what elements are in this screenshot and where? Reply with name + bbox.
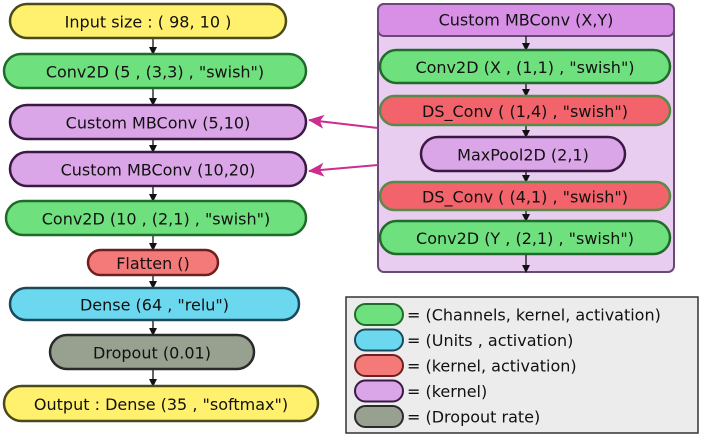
mbconv-node-2: DS_Conv ( (1,4) , "swish") — [378, 94, 672, 127]
mbconv-node-3: MaxPool2D (2,1) — [419, 135, 627, 173]
legend-text-5: = (Dropout rate) — [407, 408, 540, 427]
legend-item-5: = (Dropout rate) — [354, 405, 540, 428]
legend-text-1: = (Channels, kernel, activation) — [407, 306, 661, 325]
mbconv-node-5-shape — [378, 219, 672, 256]
legend-item-2: = (Units , activation) — [354, 328, 573, 352]
main-node-2-shape — [2, 52, 308, 90]
main-node-8-label: Dropout (0.01) — [93, 344, 211, 363]
legend-item-4: = (kernel) — [354, 379, 487, 403]
legend-swatch-5 — [354, 405, 404, 428]
main-node-3-label: Custom MBConv (5,10) — [66, 114, 251, 133]
main-node-9: Output : Dense (35 , "softmax") — [2, 384, 320, 423]
mbconv-node-2-label: DS_Conv ( (1,4) , "swish") — [422, 102, 628, 122]
legend-text-3: = (kernel, activation) — [407, 357, 577, 376]
legend: = (Channels, kernel, activation) = (Units… — [345, 296, 699, 434]
main-node-3-shape — [8, 103, 308, 141]
main-node-7-shape — [8, 286, 301, 322]
pointer-arrow-1 — [308, 114, 379, 129]
mbconv-pointer-arrows — [308, 114, 379, 177]
main-node-8: Dropout (0.01) — [48, 333, 256, 371]
legend-swatch-2 — [354, 328, 404, 352]
main-node-7-label: Dense (64 , "relu") — [80, 296, 229, 315]
main-node-9-label: Output : Dense (35 , "softmax") — [34, 395, 288, 414]
main-node-1: Input size : ( 98, 10 ) — [8, 2, 288, 40]
legend-swatch-1 — [354, 303, 404, 326]
main-node-6-shape — [86, 248, 220, 277]
legend-item-1: = (Channels, kernel, activation) — [354, 303, 661, 326]
legend-text-2: = (Units , activation) — [407, 331, 573, 350]
main-node-6: Flatten () — [86, 248, 220, 277]
mbconv-detail-panel: Custom MBConv (X,Y) Conv2D (X , (1,1) , … — [377, 3, 675, 273]
main-node-4-label: Custom MBConv (10,20) — [61, 161, 256, 180]
mbconv-panel-title: Custom MBConv (X,Y) — [439, 11, 614, 30]
main-node-4: Custom MBConv (10,20) — [8, 150, 308, 188]
main-stack-nodes: Input size : ( 98, 10 ) Conv2D (5 , (3,3)… — [2, 2, 320, 423]
main-node-4-shape — [8, 150, 308, 188]
main-node-5-label: Conv2D (10 , (2,1) , "swish") — [42, 210, 271, 229]
mbconv-node-1-label: Conv2D (X , (1,1) , "swish") — [415, 58, 634, 77]
main-node-1-label: Input size : ( 98, 10 ) — [65, 13, 232, 32]
mbconv-node-3-label: MaxPool2D (2,1) — [457, 146, 589, 165]
mbconv-node-5: Conv2D (Y , (2,1) , "swish") — [378, 219, 672, 256]
main-node-9-shape — [2, 384, 320, 423]
main-node-1-shape — [8, 2, 288, 40]
main-node-3: Custom MBConv (5,10) — [8, 103, 308, 141]
legend-text-4: = (kernel) — [407, 382, 487, 401]
legend-item-3: = (kernel, activation) — [354, 354, 577, 377]
mbconv-node-2-shape — [378, 94, 672, 127]
main-node-5: Conv2D (10 , (2,1) , "swish") — [4, 199, 308, 237]
pointer-arrow-2 — [308, 162, 379, 177]
main-node-5-shape — [4, 199, 308, 237]
legend-swatch-4 — [354, 379, 404, 403]
mbconv-node-4-label: DS_Conv ( (4,1) , "swish") — [422, 188, 628, 208]
main-node-2-label: Conv2D (5 , (3,3) , "swish") — [46, 63, 264, 82]
mbconv-node-4-shape — [378, 180, 672, 212]
main-node-7: Dense (64 , "relu") — [8, 286, 301, 322]
mbconv-node-5-label: Conv2D (Y , (2,1) , "swish") — [416, 229, 634, 248]
main-node-2: Conv2D (5 , (3,3) , "swish") — [2, 52, 308, 90]
main-node-8-shape — [48, 333, 256, 371]
mbconv-node-3-shape — [419, 135, 627, 173]
mbconv-node-4: DS_Conv ( (4,1) , "swish") — [378, 180, 672, 212]
legend-swatch-3 — [354, 354, 404, 377]
legend-items: = (Channels, kernel, activation) = (Units… — [354, 303, 661, 428]
mbconv-node-1-shape — [378, 48, 672, 85]
main-node-6-label: Flatten () — [116, 254, 190, 273]
mbconv-node-1: Conv2D (X , (1,1) , "swish") — [378, 48, 672, 85]
legend-box — [345, 296, 699, 434]
mbconv-inner-nodes: Conv2D (X , (1,1) , "swish") DS_Conv ( (1… — [378, 48, 672, 256]
